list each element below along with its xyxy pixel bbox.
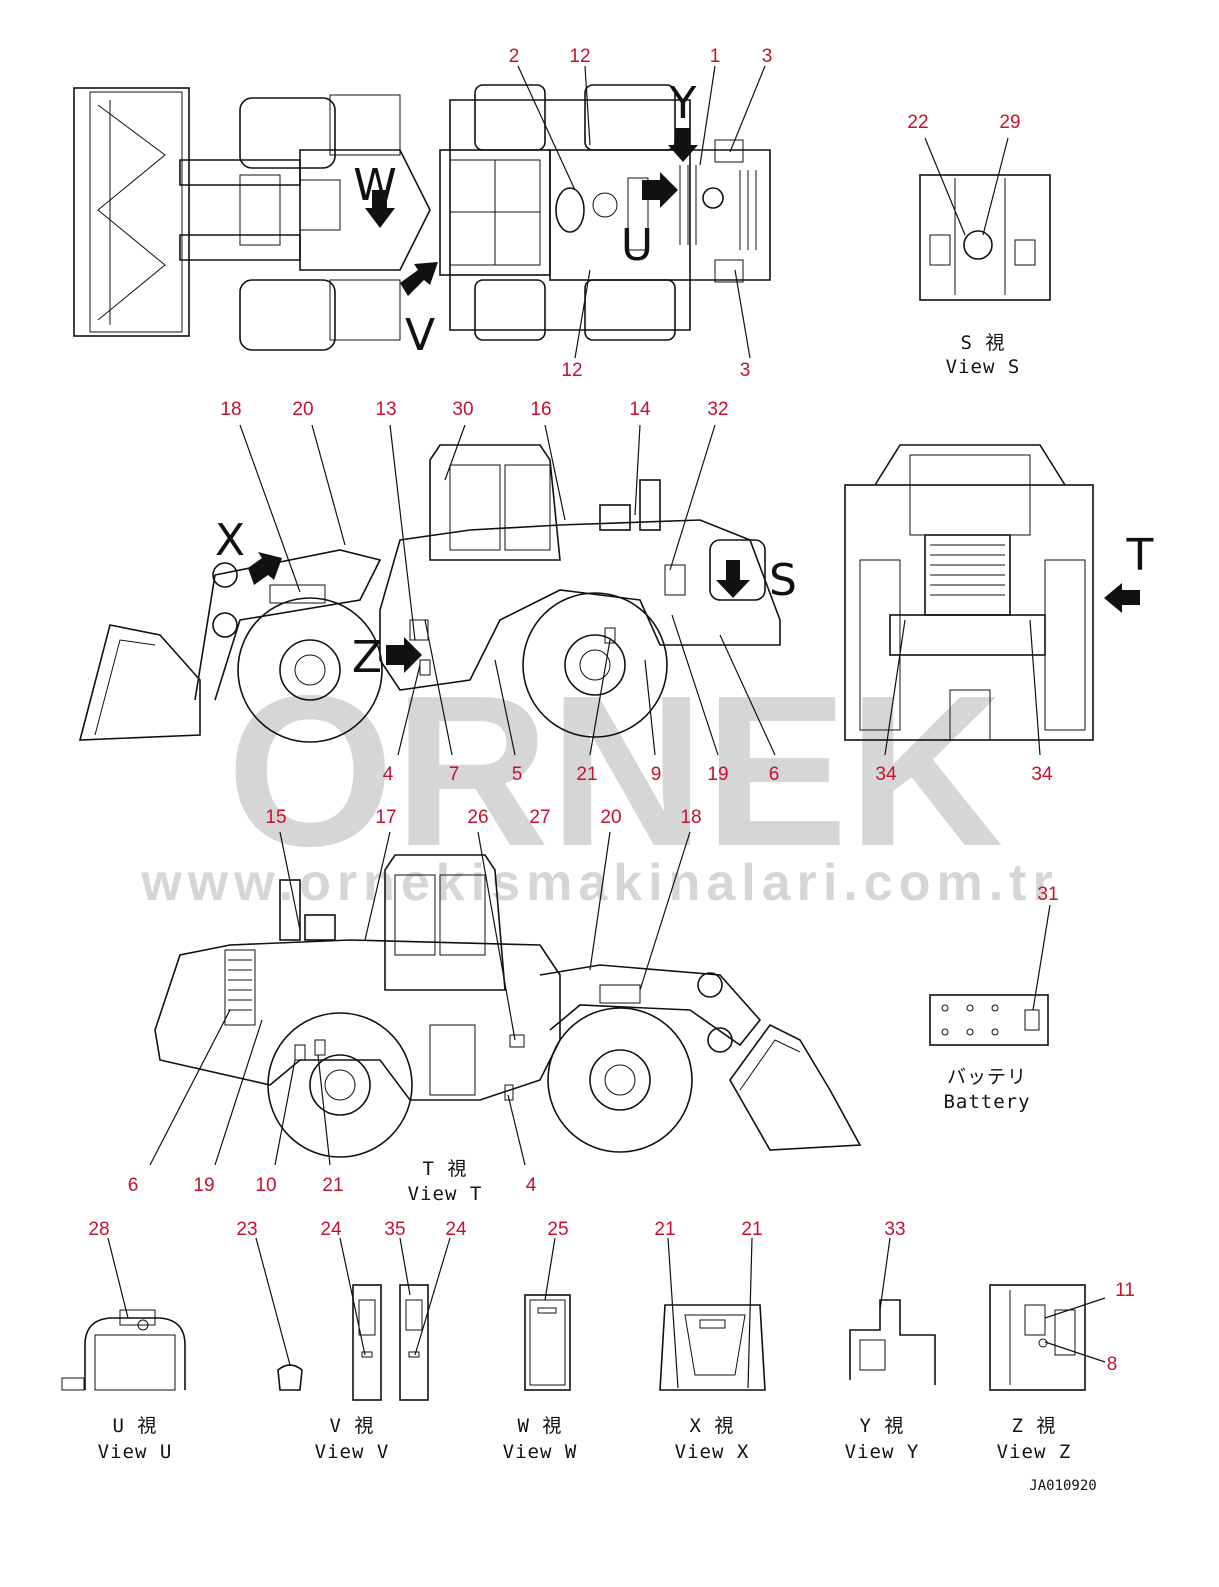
view-letter-w: W — [353, 160, 397, 211]
callout-14: 14 — [629, 399, 651, 420]
callout-30: 30 — [452, 399, 473, 420]
callout-21: 21 — [576, 764, 597, 785]
callout-12: 12 — [569, 46, 590, 67]
callout-13: 13 — [375, 399, 396, 420]
battery-label: Battery — [943, 1091, 1030, 1113]
callout-28: 28 — [88, 1219, 109, 1240]
battery-label-jp: バッテリ — [947, 1066, 1027, 1088]
view-letter-u: U — [621, 220, 653, 271]
drawing-code: JA010920 — [1029, 1478, 1096, 1494]
callout-27: 27 — [529, 807, 550, 828]
callout-9: 9 — [651, 764, 662, 785]
callout-19: 19 — [707, 764, 728, 785]
callout-6: 6 — [769, 764, 780, 785]
top-view-callouts: 2 12 1 3 12 3 — [509, 46, 773, 381]
view-x-label-jp: X 視 — [690, 1415, 735, 1437]
right-side-view-drawing — [154, 854, 862, 1158]
callout-8: 8 — [1107, 1354, 1118, 1375]
callout-7: 7 — [449, 764, 460, 785]
callout-21: 21 — [322, 1175, 343, 1196]
callout-17: 17 — [375, 807, 396, 828]
callout-18: 18 — [680, 807, 701, 828]
view-letter-x: X — [215, 515, 245, 566]
callout-3: 3 — [762, 46, 773, 67]
callout-33: 33 — [884, 1219, 905, 1240]
left-side-view-drawing — [78, 444, 781, 743]
view-u-label-jp: U 視 — [113, 1415, 158, 1437]
view-x-label: View X — [675, 1441, 750, 1463]
watermark-brand: ORNEK — [227, 650, 1003, 891]
callout-19: 19 — [193, 1175, 214, 1196]
callout-23: 23 — [236, 1219, 257, 1240]
callout-20: 20 — [292, 399, 313, 420]
top-view-drawing — [73, 84, 771, 351]
callout-11: 11 — [1115, 1280, 1135, 1301]
callout-26: 26 — [467, 807, 488, 828]
callout-25: 25 — [547, 1219, 568, 1240]
callout-15: 15 — [265, 807, 286, 828]
callout-21: 21 — [654, 1219, 675, 1240]
callout-12: 12 — [561, 360, 582, 381]
battery-drawing — [929, 904, 1051, 1046]
view-s-label-jp: S 視 — [961, 332, 1006, 354]
callout-2: 2 — [509, 46, 520, 67]
view-letter-v: V — [405, 310, 435, 361]
callout-31: 31 — [1037, 884, 1058, 905]
rear-view-drawing — [844, 444, 1140, 756]
callout-4: 4 — [383, 764, 394, 785]
detail-view-labels: U 視 View U V 視 View V W 視 View W X 視 Vie… — [98, 1415, 1072, 1463]
callout-6: 6 — [128, 1175, 139, 1196]
view-v-label: View V — [315, 1441, 390, 1463]
view-letter-s: S — [769, 555, 797, 606]
detail-views-drawing — [61, 1237, 1106, 1401]
view-letter-z: Z — [352, 632, 382, 683]
right-side-view-callouts: 15 17 26 27 20 18 6 19 10 21 4 — [128, 807, 702, 1196]
view-z-label: View Z — [997, 1441, 1072, 1463]
callout-24: 24 — [320, 1219, 342, 1240]
watermark-url: www.ornekismakinalari.com.tr — [140, 854, 1058, 912]
left-side-view-callouts: 18 20 13 30 16 14 32 4 7 5 21 9 19 6 — [220, 399, 779, 785]
callout-3: 3 — [740, 360, 751, 381]
view-w-label: View W — [503, 1441, 578, 1463]
callout-4: 4 — [526, 1175, 537, 1196]
view-letter-y: Y — [669, 78, 697, 129]
callout-16: 16 — [530, 399, 551, 420]
callout-29: 29 — [999, 112, 1020, 133]
callout-21: 21 — [741, 1219, 762, 1240]
view-v-label-jp: V 視 — [330, 1415, 375, 1437]
view-s-drawing — [919, 137, 1051, 301]
callout-22: 22 — [907, 112, 928, 133]
callout-34: 34 — [875, 764, 897, 785]
view-y-label-jp: Y 視 — [860, 1415, 905, 1437]
callout-24: 24 — [445, 1219, 467, 1240]
callout-5: 5 — [512, 764, 523, 785]
view-z-label-jp: Z 視 — [1012, 1415, 1057, 1437]
view-u-label: View U — [98, 1441, 173, 1463]
callout-34: 34 — [1031, 764, 1053, 785]
view-s-label: View S — [946, 356, 1021, 378]
callout-1: 1 — [710, 46, 721, 67]
callout-32: 32 — [707, 399, 728, 420]
view-letter-t: T — [1126, 530, 1154, 581]
view-w-label-jp: W 視 — [518, 1415, 563, 1437]
detail-views-callouts: 28 23 24 35 24 25 21 21 33 11 8 — [88, 1219, 1134, 1375]
view-y-label: View Y — [845, 1441, 920, 1463]
callout-20: 20 — [600, 807, 621, 828]
callout-10: 10 — [255, 1175, 276, 1196]
callout-35: 35 — [384, 1219, 405, 1240]
view-t-label: View T — [408, 1183, 483, 1205]
view-t-label-jp: T 視 — [423, 1158, 468, 1180]
callout-18: 18 — [220, 399, 241, 420]
